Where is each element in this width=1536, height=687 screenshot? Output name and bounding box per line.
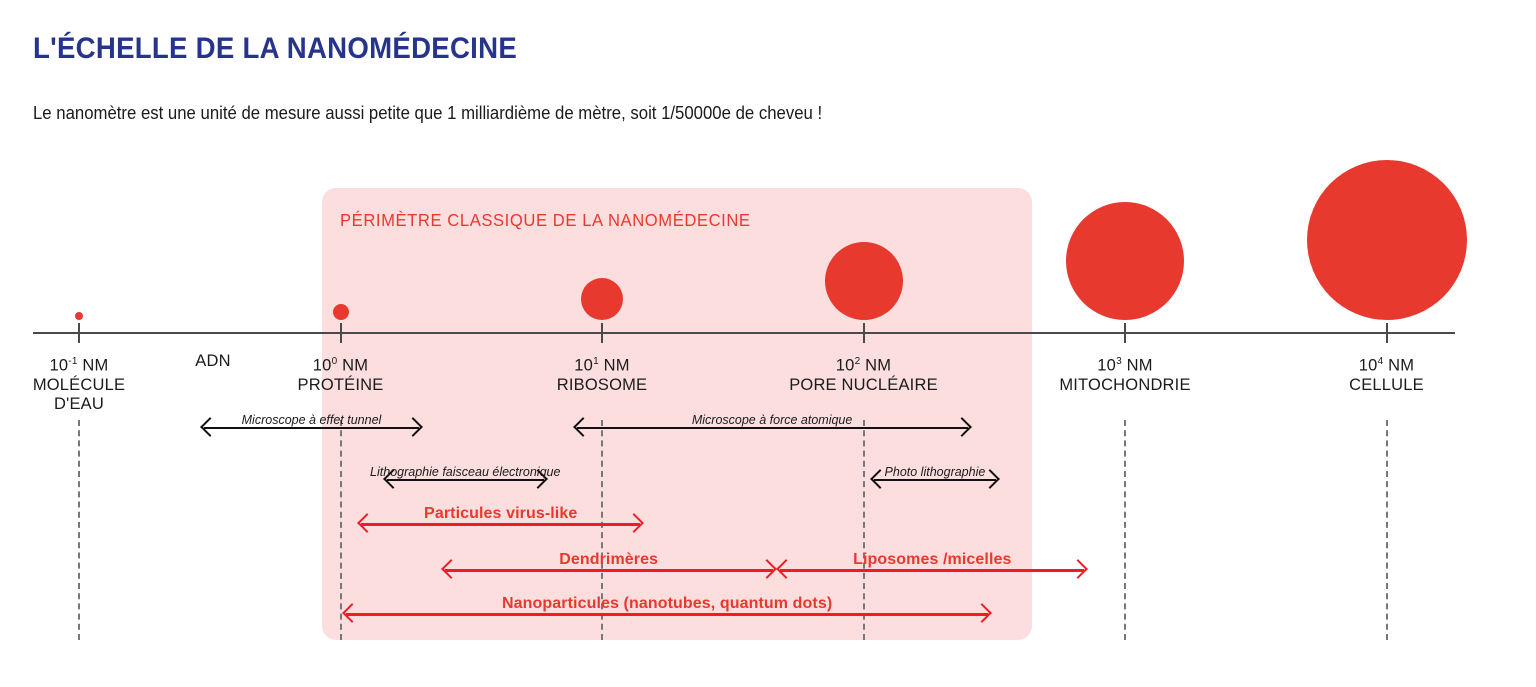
range-arrow-label: Microscope à effet tunnel (241, 413, 382, 427)
axis-tick (339, 323, 342, 343)
tick-name: PORE NUCLÉAIRE (789, 375, 938, 394)
scale-circle (581, 278, 623, 320)
tick-magnitude: 10-1 NM (49, 356, 109, 375)
tick-name: CELLULE (1349, 375, 1424, 394)
arrow-head-left-icon (199, 417, 220, 437)
zone-label: PÉRIMÈTRE CLASSIQUE DE LA NANOMÉDECINE (340, 210, 751, 230)
axis-tick (1385, 323, 1388, 343)
axis-guideline (78, 420, 80, 640)
tick-magnitude: 102 NM (835, 356, 892, 375)
axis-guideline (1124, 420, 1126, 640)
range-arrow-label: Dendrimères (559, 551, 659, 568)
arrow-line (386, 479, 544, 481)
arrow-head-left-icon (572, 417, 593, 437)
scale-axis-line (33, 332, 1455, 334)
range-arrow: Microscope à force atomique (572, 413, 972, 440)
arrow-line (361, 523, 641, 526)
arrow-head-left-icon (776, 559, 797, 579)
tick-magnitude: 103 NM (1097, 356, 1153, 375)
range-arrow: Dendrimères (440, 551, 777, 582)
page-title: L'ÉCHELLE DE LA NANOMÉDECINE (33, 32, 518, 65)
range-arrow-label: Lithographie faisceau électronique (370, 465, 561, 479)
arrow-line (780, 569, 1085, 572)
axis-tick (1124, 323, 1126, 343)
range-arrow-label: Microscope à force atomique (691, 413, 853, 427)
axis-tick-label: ADN (195, 352, 230, 371)
arrow-line (576, 427, 968, 429)
tick-name-line2: D'EAU (54, 394, 104, 413)
range-arrow-label: Photo lithographie (884, 465, 986, 479)
tick-name: RIBOSOME (556, 375, 648, 394)
axis-tick (78, 323, 80, 343)
scale-circle (332, 304, 349, 320)
range-arrow: Photo lithographie (870, 465, 1000, 492)
axis-tick (862, 323, 865, 343)
range-arrow-label: Nanoparticules (nanotubes, quantum dots) (502, 595, 833, 612)
range-arrow: Microscope à effet tunnel (199, 413, 424, 440)
range-arrow: Liposomes /micelles (776, 551, 1089, 582)
arrow-head-left-icon (342, 603, 362, 623)
scale-circle (1306, 160, 1467, 320)
page-subtitle: Le nanomètre est une unité de mesure aus… (33, 103, 823, 123)
range-arrow-label: Particules virus-like (424, 505, 578, 522)
arrow-line (346, 613, 989, 616)
arrow-line (874, 479, 996, 481)
axis-guideline (601, 420, 603, 640)
range-arrow: Lithographie faisceau électronique (370, 465, 560, 492)
arrow-head-left-icon (440, 559, 461, 579)
axis-guideline (1385, 420, 1388, 640)
tick-name: MITOCHONDRIE (1059, 375, 1191, 394)
scale-circle (75, 312, 83, 320)
tick-name: MOLÉCULE (32, 375, 126, 394)
tick-magnitude: 101 NM (574, 356, 630, 375)
arrow-head-left-icon (357, 513, 378, 533)
tick-magnitude: 100 NM (312, 356, 369, 375)
axis-guideline (339, 420, 342, 640)
nanomedicine-zone-panel (322, 188, 1032, 640)
range-arrow: Particules virus-like (357, 505, 645, 536)
scale-circle (1066, 202, 1184, 320)
range-arrow: Nanoparticules (nanotubes, quantum dots) (342, 595, 993, 626)
arrow-line (444, 569, 773, 572)
tick-name: PROTÉINE (297, 375, 384, 394)
axis-tick (601, 323, 603, 343)
arrow-line (203, 427, 420, 429)
scale-circle (824, 242, 903, 320)
range-arrow-label: Liposomes /micelles (853, 551, 1012, 568)
tick-magnitude: 104 NM (1358, 356, 1415, 375)
axis-guideline (862, 420, 865, 640)
arrow-head-right-icon (1068, 559, 1089, 579)
tick-name: ADN (195, 352, 231, 370)
